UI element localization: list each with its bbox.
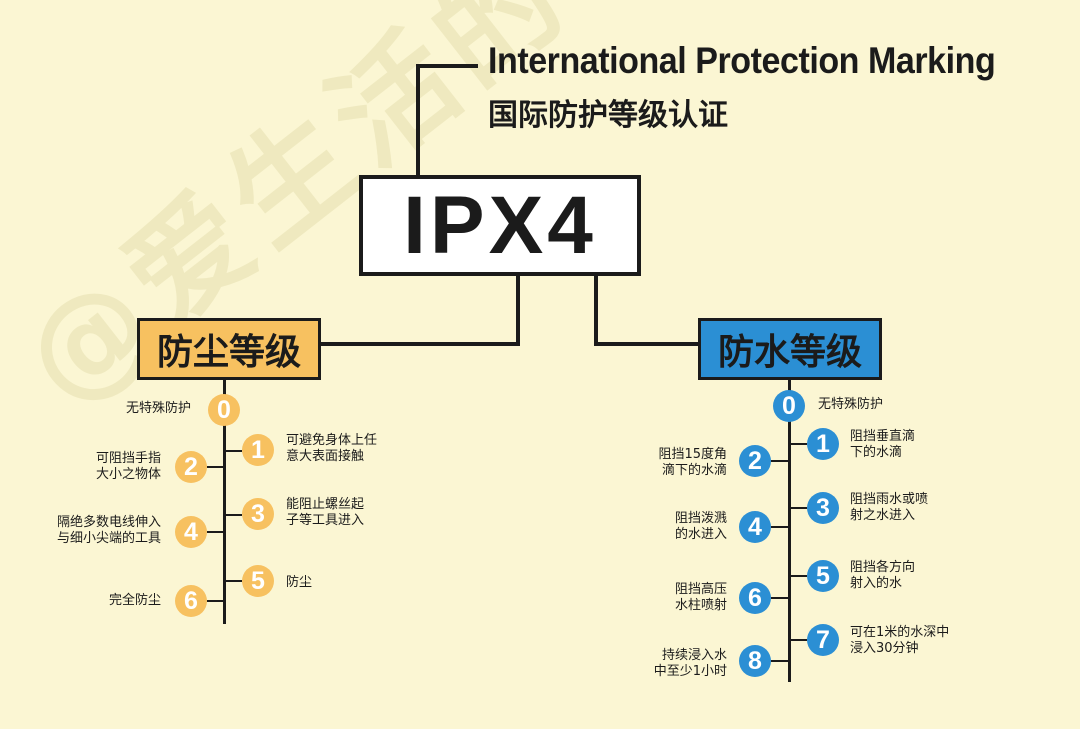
water-level-0-badge: 0 <box>773 390 805 422</box>
connector-title-vertical <box>416 64 420 176</box>
water-level-7-label: 可在1米的水深中 浸入30分钟 <box>850 625 950 656</box>
water-level-7-badge: 7 <box>807 624 839 656</box>
water-level-4-badge: 4 <box>739 511 771 543</box>
dust-tick <box>207 466 224 468</box>
dust-level-3-badge: 3 <box>242 498 274 530</box>
dust-level-4-badge: 4 <box>175 516 207 548</box>
dust-level-3-label: 能阻止螺丝起 子等工具进入 <box>286 497 365 528</box>
dust-level-0-label: 无特殊防护 <box>125 401 191 416</box>
water-tick <box>789 639 807 641</box>
water-tick <box>771 526 789 528</box>
water-level-5-label: 阻挡各方向 射入的水 <box>850 560 916 591</box>
water-tick <box>771 597 789 599</box>
dust-level-2-badge: 2 <box>175 451 207 483</box>
connector-dust-vertical <box>516 276 520 346</box>
dust-tick <box>224 450 242 452</box>
dust-tick <box>207 600 224 602</box>
ip-code: IPX4 <box>403 179 597 271</box>
water-level-1-badge: 1 <box>807 428 839 460</box>
dust-tick <box>224 514 242 516</box>
dust-level-5-badge: 5 <box>242 565 274 597</box>
ip-code-box: IPX4 <box>359 175 641 276</box>
water-level-1-label: 阻挡垂直滴 下的水滴 <box>850 429 916 460</box>
dust-level-5-label: 防尘 <box>286 575 313 590</box>
water-tick <box>789 507 807 509</box>
water-tick <box>771 460 789 462</box>
dust-level-2-label: 可阻挡手指 大小之物体 <box>95 451 161 482</box>
connector-water-vertical <box>594 276 598 346</box>
title-english: International Protection Marking <box>488 40 996 81</box>
dust-level-4-label: 隔绝多数电线伸入 与细小尖端的工具 <box>56 515 161 546</box>
water-tick <box>789 575 807 577</box>
water-tick <box>789 443 807 445</box>
dust-level-6-badge: 6 <box>175 585 207 617</box>
water-level-5-badge: 5 <box>807 560 839 592</box>
water-level-6-label: 阻挡高压 水柱喷射 <box>674 582 727 613</box>
water-level-3-label: 阻挡雨水或喷 射之水进入 <box>850 492 929 523</box>
dust-tick <box>224 580 242 582</box>
water-level-6-badge: 6 <box>739 582 771 614</box>
dust-category-box: 防尘等级 <box>137 318 321 380</box>
water-spine <box>788 380 791 682</box>
dust-spine <box>223 380 226 624</box>
water-level-4-label: 阻挡泼溅 的水进入 <box>674 511 727 542</box>
water-level-8-label: 持续浸入水 中至少1小时 <box>653 648 727 679</box>
connector-water-horizontal <box>594 342 698 346</box>
connector-title-horizontal <box>416 64 478 68</box>
water-level-2-label: 阻挡15度角 滴下的水滴 <box>658 447 727 478</box>
water-level-2-badge: 2 <box>739 445 771 477</box>
water-category-box: 防水等级 <box>698 318 882 380</box>
water-tick <box>771 660 789 662</box>
title-chinese: 国际防护等级认证 <box>488 98 728 133</box>
dust-level-1-label: 可避免身体上任 意大表面接触 <box>286 433 378 464</box>
dust-tick <box>207 531 224 533</box>
dust-level-1-badge: 1 <box>242 434 274 466</box>
water-level-8-badge: 8 <box>739 645 771 677</box>
water-level-3-badge: 3 <box>807 492 839 524</box>
dust-level-6-label: 完全防尘 <box>108 593 161 608</box>
connector-dust-horizontal <box>321 342 520 346</box>
water-level-0-label: 无特殊防护 <box>818 397 884 412</box>
dust-level-0-badge: 0 <box>208 394 240 426</box>
